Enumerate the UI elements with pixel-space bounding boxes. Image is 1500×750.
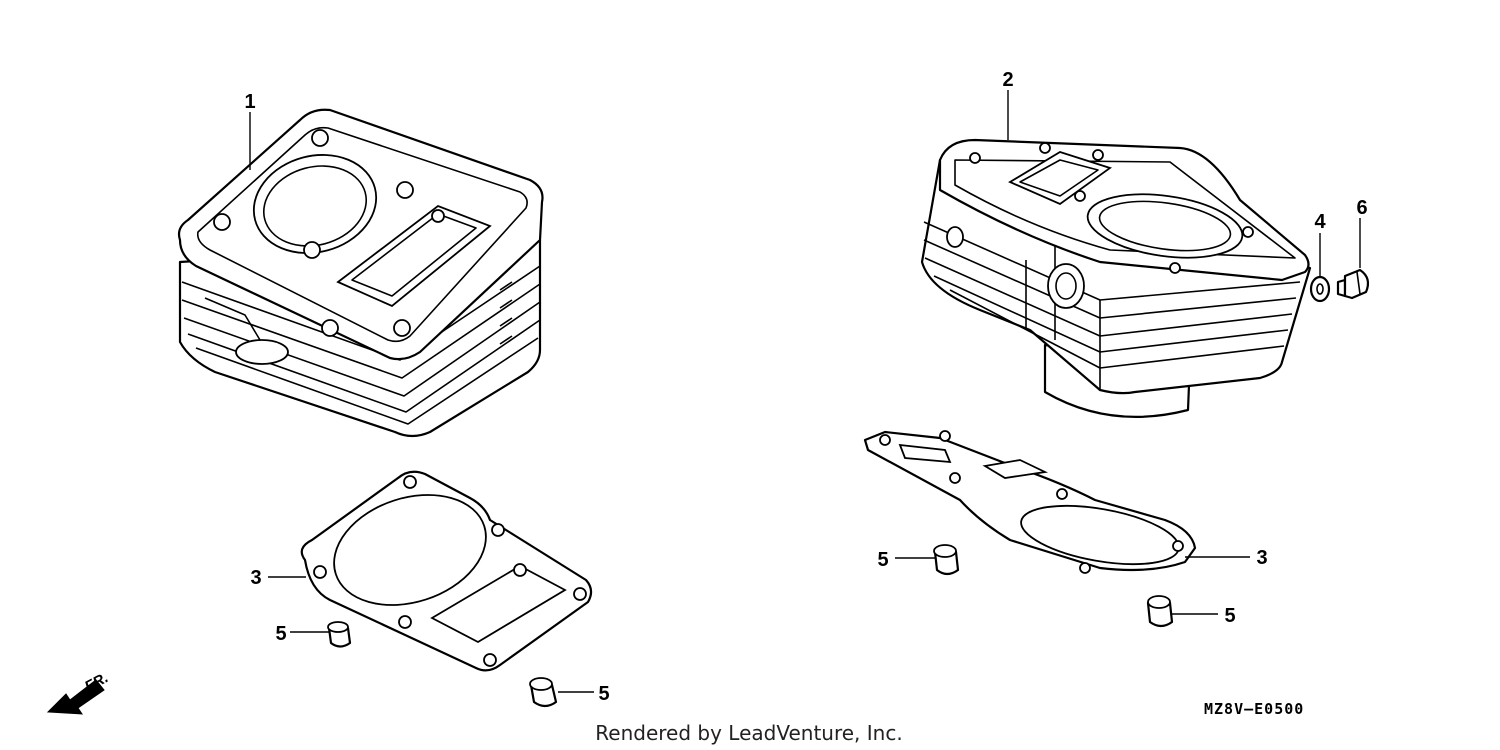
callout-5-left-a: 5 — [275, 623, 286, 645]
front-direction-arrow: FR. — [46, 669, 111, 715]
callout-2: 2 — [1002, 69, 1013, 91]
dowel-pin-left-b[interactable] — [529, 677, 558, 708]
washer[interactable] — [1309, 275, 1331, 303]
cylinder-left[interactable] — [177, 108, 544, 438]
bolt[interactable] — [1336, 268, 1370, 300]
dowel-pin-right-a[interactable] — [933, 544, 960, 576]
dowel-pin-left-a[interactable] — [327, 621, 352, 648]
callout-5-right-a: 5 — [877, 549, 888, 571]
callout-4: 4 — [1314, 211, 1326, 233]
cylinder-right[interactable] — [920, 138, 1312, 418]
callout-6: 6 — [1356, 197, 1367, 219]
callout-5-right-b: 5 — [1224, 605, 1235, 627]
gasket-left[interactable] — [300, 470, 593, 672]
diagram-code: MZ8V—E0500 — [1204, 700, 1304, 718]
callout-3-left: 3 — [250, 567, 261, 589]
footer-credit: Rendered by LeadVenture, Inc. — [595, 721, 902, 745]
callout-1: 1 — [244, 91, 255, 113]
callout-5-left-b: 5 — [598, 683, 609, 705]
dowel-pin-right-b[interactable] — [1146, 595, 1174, 628]
callout-3-right: 3 — [1256, 547, 1267, 569]
gasket-right[interactable] — [863, 430, 1197, 574]
